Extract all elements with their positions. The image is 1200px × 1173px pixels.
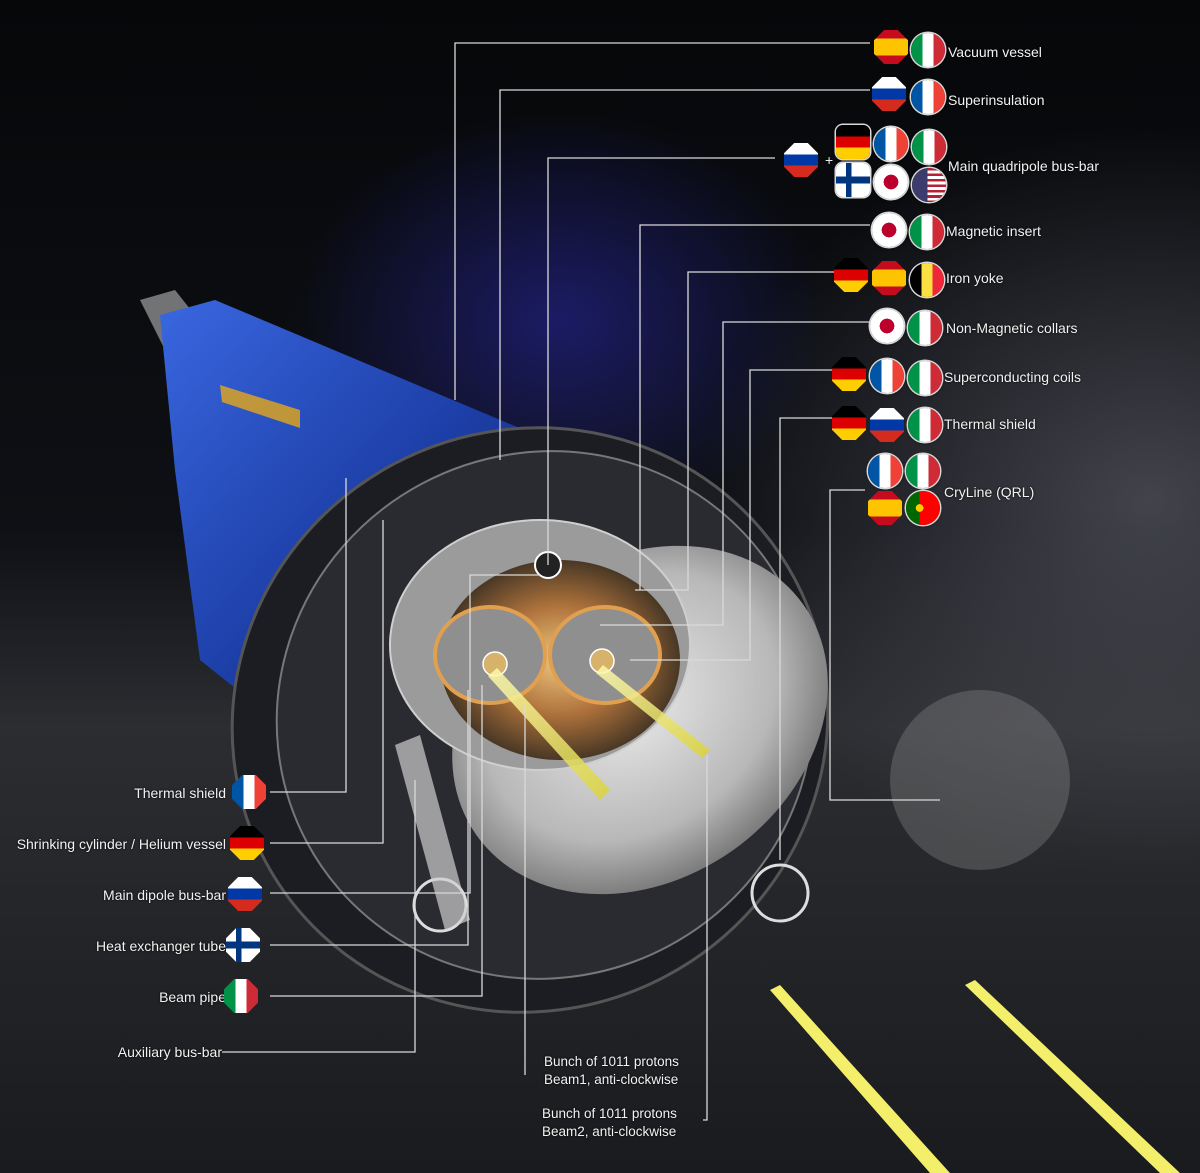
flag-germany-icon [230, 826, 264, 860]
flag-italy-icon [908, 408, 942, 442]
flag-finland-icon [226, 928, 260, 962]
flag-italy-icon [908, 361, 942, 395]
leader-lines [222, 42, 940, 1121]
cryline-ring [750, 863, 810, 923]
flag-germany-icon [832, 406, 866, 440]
flag-spain-icon [872, 261, 906, 295]
label-heat-exchanger: Heat exchanger tube [96, 938, 226, 954]
floor-beam-right [965, 980, 1180, 1173]
label-superinsulation: Superinsulation [948, 92, 1045, 108]
label-auxiliary-bus-bar: Auxiliary bus-bar [117, 1044, 222, 1060]
flag-russia-icon [784, 143, 818, 177]
flag-france-icon [911, 80, 945, 114]
label-vacuum-vessel: Vacuum vessel [948, 44, 1042, 60]
flag-japan-icon [874, 165, 908, 199]
background-machine [890, 690, 1070, 870]
flag-russia-icon [872, 77, 906, 111]
flag-italy-icon [908, 311, 942, 345]
label-thermal-shield-right: Thermal shield [944, 416, 1036, 432]
flag-italy-icon [911, 33, 945, 67]
flag-spain-icon [868, 491, 902, 525]
heat-exchanger-tube [395, 735, 470, 930]
flag-germany-icon [836, 125, 870, 159]
label-non-magnetic-collars: Non-Magnetic collars [946, 320, 1078, 336]
flag-russia-icon [870, 408, 904, 442]
label-beam-pipe: Beam pipe [159, 989, 226, 1005]
label-iron-yoke: Iron yoke [946, 270, 1004, 286]
flag-italy-icon [224, 979, 258, 1013]
flag-russia-icon [228, 877, 262, 911]
label-cryline: CryLine (QRL) [944, 484, 1035, 500]
beam-1-ray [488, 668, 610, 800]
flag-belgium-icon [910, 263, 944, 297]
flag-italy-icon [912, 130, 946, 164]
beam2-line1: Bunch of 1011 protons [542, 1106, 677, 1121]
flag-germany-icon [834, 258, 868, 292]
flag-france-icon [874, 127, 908, 161]
plus-sign: + [825, 152, 834, 168]
floor-beam-left [770, 985, 950, 1173]
label-dipole-bus-bar: Main dipole bus-bar [103, 887, 226, 903]
flag-japan-icon [872, 213, 906, 247]
flag-france-icon [232, 775, 266, 809]
label-main-quadripole: Main quadripole bus-bar [948, 158, 1099, 174]
flag-usa-icon [912, 168, 946, 202]
flag-japan-icon [870, 309, 904, 343]
label-superconducting-coils: Superconducting coils [944, 369, 1081, 385]
beam1-line1: Bunch of 1011 protons [544, 1054, 679, 1069]
label-thermal-shield-left: Thermal shield [134, 785, 226, 801]
flag-spain-icon [874, 30, 908, 64]
label-helium-vessel: Shrinking cylinder / Helium vessel [16, 836, 226, 852]
flag-germany-icon [832, 357, 866, 391]
beam-2-ray [596, 665, 710, 758]
flag-italy-icon [906, 454, 940, 488]
beam2-line2: Beam2, anti-clockwise [542, 1124, 677, 1139]
label-magnetic-insert: Magnetic insert [946, 223, 1041, 239]
flag-portugal-icon [906, 491, 940, 525]
beam1-line2: Beam1, anti-clockwise [544, 1072, 679, 1087]
tube-highlight [220, 385, 300, 428]
flag-france-icon [870, 359, 904, 393]
flag-italy-icon [910, 215, 944, 249]
flag-finland-icon [836, 163, 870, 197]
flag-france-icon [868, 454, 902, 488]
